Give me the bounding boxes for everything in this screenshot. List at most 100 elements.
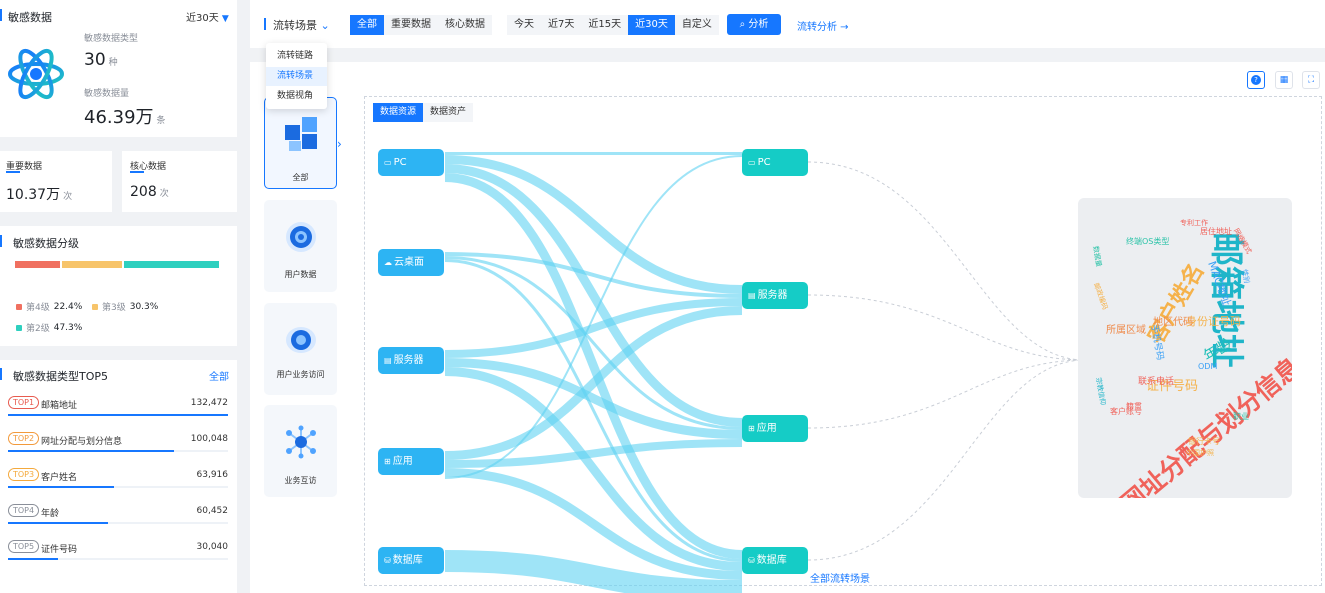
word-cloud-term: 地区代码 (1153, 317, 1193, 328)
scene-select[interactable]: 流转场景 ⌄ (273, 19, 330, 32)
scene-card-all[interactable]: 全部 (264, 97, 337, 189)
top5-row: TOP5 证件号码 30,040 (8, 540, 228, 568)
word-cloud-term: 中国护照 (1186, 449, 1214, 457)
source-node[interactable]: ☁云桌面 (378, 249, 444, 276)
top5-track (8, 522, 228, 524)
top5-name: 客户姓名 (41, 473, 78, 483)
flow-link (444, 306, 743, 460)
word-cloud-term: 所属区域 (1106, 325, 1146, 336)
top5-fill (8, 522, 109, 524)
flow-link (444, 550, 743, 593)
resource-tabs: 数据资源 数据资产 (373, 103, 474, 122)
top5-track (8, 414, 228, 416)
period-select[interactable]: 近30天 ▼ (186, 13, 229, 24)
core-label: 核心数据 (130, 162, 167, 172)
node-label: 服务器 (757, 290, 788, 301)
grade3-segment (61, 261, 123, 268)
node-icon: ⛁ (748, 556, 755, 565)
scene-card-service-access[interactable]: 业务互访 (264, 405, 337, 497)
node-icon: ▤ (384, 356, 392, 365)
target-node[interactable]: ⊞应用 (742, 415, 808, 442)
top5-value: 100,048 (190, 434, 228, 444)
word-cloud-term: 性别 (1240, 268, 1251, 285)
scene-card-user-data[interactable]: 用户数据 (264, 200, 337, 292)
flow-link (444, 252, 743, 298)
node-icon: ⊞ (748, 424, 755, 433)
time-15d[interactable]: 近15天 (588, 19, 622, 30)
word-cloud-term: 联系电话 (1138, 377, 1175, 387)
source-node[interactable]: ▤服务器 (378, 347, 444, 374)
node-label: 数据库 (392, 555, 423, 566)
title-marker (0, 368, 2, 380)
disk-icon (286, 222, 316, 252)
time-custom[interactable]: 自定义 (681, 19, 712, 30)
menu-item-flow-chain[interactable]: 流转链路 (277, 51, 314, 61)
flow-link (444, 164, 743, 427)
table-view-icon[interactable]: ▦ (1275, 71, 1293, 89)
type-label: 敏感数据类型 (84, 34, 139, 44)
menu-item-flow-scene[interactable]: 流转场景 (266, 67, 327, 86)
top5-all-link[interactable]: 全部 (209, 372, 229, 383)
sensitive-data-title: 敏感数据 (8, 11, 52, 24)
source-node[interactable]: ▭PC (378, 149, 444, 176)
top5-row: TOP1 邮箱地址 132,472 (8, 396, 228, 424)
dropdown-icon: ▼ (221, 14, 229, 24)
menu-item-data-view[interactable]: 数据视角 (277, 91, 314, 101)
node-icon: ☁ (384, 258, 392, 267)
important-data-card: 重要数据 10.37万次 (0, 151, 112, 212)
top5-fill (8, 450, 175, 452)
flow-analysis-link[interactable]: 流转分析 → (797, 22, 849, 33)
time-today[interactable]: 今天 (514, 19, 534, 30)
node-label: 云桌面 (394, 257, 424, 268)
tab-data-resource[interactable]: 数据资源 (373, 103, 424, 122)
fullscreen-icon[interactable]: ⛶ (1302, 71, 1320, 89)
word-cloud-term: 证件号码 (1146, 379, 1199, 394)
time-30d[interactable]: 近30天 (628, 15, 675, 35)
top5-row: TOP2 网址分配与划分信息 100,048 (8, 432, 228, 460)
node-label: PC (757, 157, 771, 168)
scene-card-user-access[interactable]: 用户业务访问 (264, 303, 337, 395)
source-node[interactable]: ⛁数据库 (378, 547, 444, 574)
top5-name: 邮箱地址 (41, 401, 78, 411)
time-7d[interactable]: 近7天 (548, 19, 575, 30)
top5-card: 敏感数据类型TOP5 全部 TOP1 邮箱地址 132,472 TOP2 网址分… (0, 360, 237, 593)
node-label: 应用 (756, 423, 777, 434)
filter-all[interactable]: 全部 (350, 15, 384, 35)
word-cloud-term: 身份证号码 (1186, 315, 1241, 328)
target-node[interactable]: ▭PC (742, 149, 808, 176)
flow-frame (364, 96, 1322, 586)
source-node[interactable]: ⊞应用 (378, 448, 444, 475)
atom-icon (8, 48, 64, 100)
filter-core[interactable]: 核心数据 (445, 19, 485, 30)
node-icon: ▭ (748, 158, 756, 167)
word-cloud-term: 银行卡号 (1188, 437, 1220, 446)
tab-data-asset[interactable]: 数据资产 (430, 107, 467, 117)
filter-important[interactable]: 重要数据 (391, 19, 431, 30)
help-icon[interactable]: ? (1247, 71, 1265, 89)
scene-label: 业务互访 (284, 476, 317, 485)
target-node[interactable]: ▤服务器 (742, 282, 808, 309)
word-cloud-term: 邮政编码 (1091, 281, 1110, 311)
core-underline (130, 171, 144, 173)
flow-link (444, 259, 743, 562)
node-label: PC (393, 157, 407, 168)
rank-badge: TOP3 (8, 468, 40, 481)
analyze-button[interactable]: ⌕ 分析 (727, 14, 781, 35)
top5-name: 证件号码 (41, 545, 78, 555)
scene-label: 全部 (292, 173, 309, 182)
top5-fill (8, 558, 58, 560)
chevron-down-icon: ⌄ (320, 19, 330, 32)
time-filter: 今天 近7天 近15天 近30天 自定义 (507, 15, 719, 35)
count-value: 46.39万条 (84, 107, 166, 128)
top5-name: 网址分配与划分信息 (41, 437, 123, 447)
target-node[interactable]: ⛁数据库 (742, 547, 808, 574)
search-icon: ⌕ (739, 19, 746, 30)
word-cloud-term: 终端OS类型 (1126, 237, 1170, 246)
top5-fill (8, 486, 115, 488)
